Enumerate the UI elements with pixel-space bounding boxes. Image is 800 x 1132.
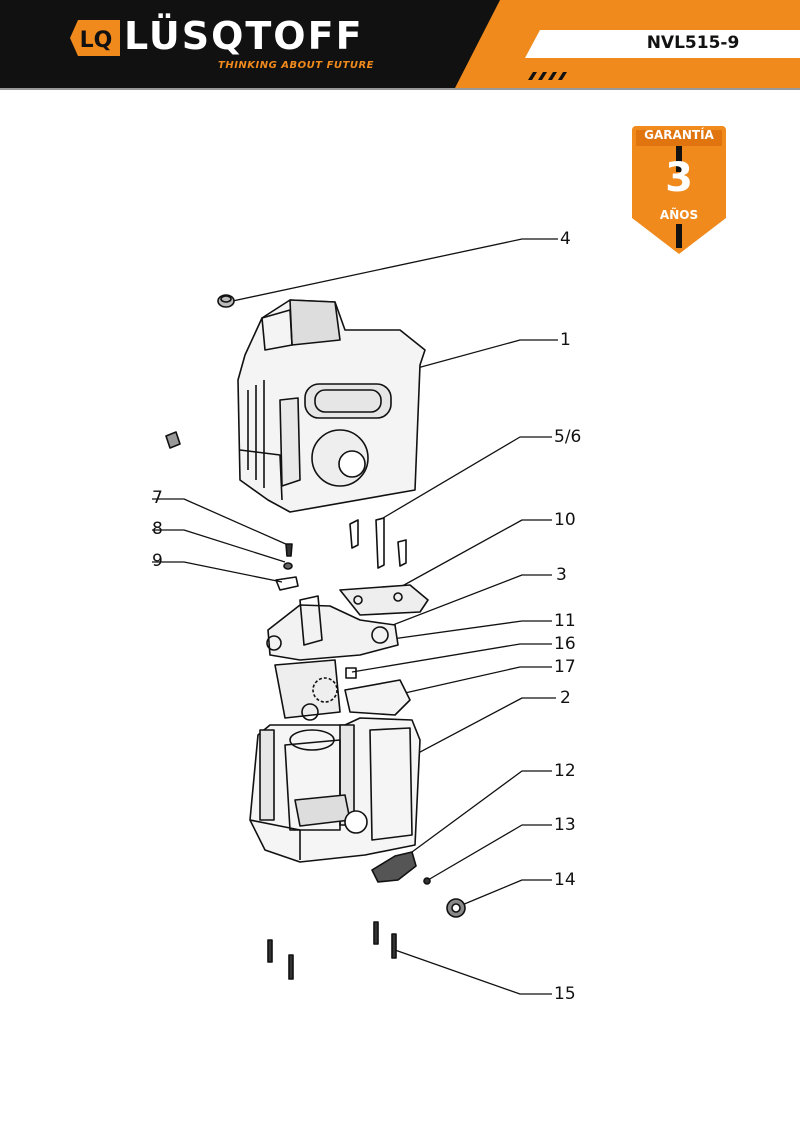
callout-16: 16 xyxy=(554,634,576,654)
part-10-plate xyxy=(339,584,429,616)
callout-3: 3 xyxy=(556,565,567,585)
lq-logo-icon: LQ xyxy=(70,20,120,56)
leader-11 xyxy=(384,620,552,641)
leader-15 xyxy=(394,949,552,995)
part-12-foot xyxy=(371,851,417,883)
part-13-nut xyxy=(423,877,431,885)
leader-12 xyxy=(411,770,552,853)
callout-14: 14 xyxy=(554,870,576,890)
header-banner: LQ LÜSQTOFF THINKING ABOUT FUTURE NVL515… xyxy=(0,0,800,90)
callout-15: 15 xyxy=(554,984,576,1004)
part-14-knob xyxy=(446,898,466,918)
header-graphic xyxy=(0,0,800,90)
leader-5-6 xyxy=(382,436,552,519)
part-4-cap xyxy=(217,294,235,308)
warranty-unit: AÑOS xyxy=(659,208,699,222)
callout-11: 11 xyxy=(554,611,576,631)
brand-tagline: THINKING ABOUT FUTURE xyxy=(218,60,375,71)
callout-4: 4 xyxy=(560,229,571,249)
leader-7 xyxy=(152,498,289,546)
leader-8 xyxy=(152,529,286,563)
warranty-years: 3 xyxy=(665,155,693,201)
leader-4 xyxy=(227,238,558,303)
callout-17: 17 xyxy=(554,657,576,677)
part-2-lower-housing xyxy=(249,717,421,863)
part-7-pin xyxy=(285,543,293,557)
small-clip-part xyxy=(165,431,181,449)
callout-2: 2 xyxy=(560,688,571,708)
leader-lines xyxy=(152,238,558,995)
leader-10 xyxy=(394,519,552,591)
callout-7: 7 xyxy=(152,488,163,508)
core-assembly xyxy=(266,595,411,721)
callout-10: 10 xyxy=(554,510,576,530)
part-15-screws xyxy=(267,921,397,980)
part-1-upper-housing xyxy=(237,299,426,513)
callout-5-6: 5/6 xyxy=(554,427,582,447)
leader-13 xyxy=(427,824,552,881)
svg-text:LQ: LQ xyxy=(80,28,113,53)
leader-9 xyxy=(152,561,283,583)
warranty-badge xyxy=(632,126,726,254)
part-9-bracket xyxy=(275,576,299,591)
leader-1 xyxy=(409,339,558,371)
callout-13: 13 xyxy=(554,815,576,835)
callout-9: 9 xyxy=(152,551,163,571)
callout-12: 12 xyxy=(554,761,576,781)
warranty-title: GARANTÍA xyxy=(644,128,714,142)
leader-17 xyxy=(395,666,552,696)
callout-8: 8 xyxy=(152,519,163,539)
brand-name: LÜSQTOFF xyxy=(124,14,364,58)
leader-14 xyxy=(461,879,552,906)
callout-1: 1 xyxy=(560,330,571,350)
part-8-spring xyxy=(283,562,293,570)
model-number: NVL515-9 xyxy=(646,33,740,53)
leader-3 xyxy=(379,574,552,631)
leader-16 xyxy=(351,643,552,673)
part-5-6-screws xyxy=(349,517,407,569)
